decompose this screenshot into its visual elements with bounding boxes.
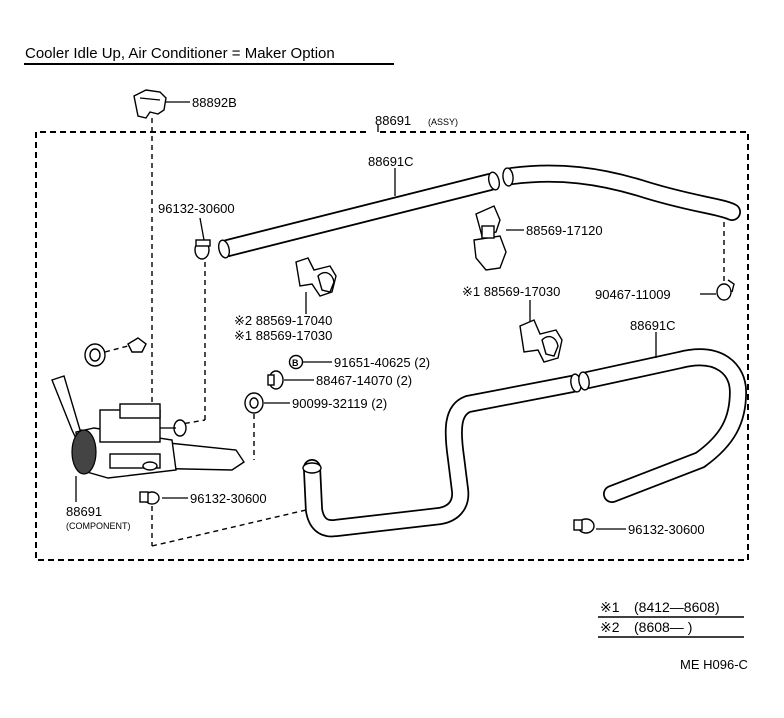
note-1-mark: ※1 <box>600 599 620 615</box>
note-1-range: (8412—8608) <box>634 599 720 615</box>
assembly-boundary <box>35 131 749 561</box>
component-number: 88691 <box>66 504 102 519</box>
clip-upper-part <box>473 205 507 271</box>
diagram-title: Cooler Idle Up, Air Conditioner = Maker … <box>25 45 335 62</box>
cushion-label: 90099-32119 (2) <box>292 396 387 411</box>
note-2-mark: ※2 <box>600 619 620 635</box>
clamp-a-leader <box>199 217 205 241</box>
assy-suffix: (ASSY) <box>428 117 458 127</box>
small-grommet-part <box>84 337 147 367</box>
component-assembly <box>51 375 245 479</box>
cushion-part <box>244 392 264 414</box>
grommet-part <box>267 370 284 390</box>
assy-number: 88691 <box>375 113 411 128</box>
clip-right-part <box>519 319 563 363</box>
bolt-marker: B <box>288 354 304 370</box>
clip-upper-label: 88569-17120 <box>526 223 603 238</box>
clamp-c-label: 96132-30600 <box>628 522 705 537</box>
clamp-right-part <box>716 279 735 301</box>
clip-right-label: ※1 88569-17030 <box>462 284 560 299</box>
lower-hose-label: 88691C <box>630 318 676 333</box>
clamp-a-part <box>194 239 211 260</box>
grommet-label: 88467-14070 (2) <box>316 373 412 388</box>
note-2-range: (8608— ) <box>634 619 692 635</box>
diagram-code: ME H096-C <box>680 657 748 672</box>
upper-hose-label: 88691C <box>368 154 414 169</box>
clamp-b-part <box>139 491 160 505</box>
bracket-cover-part <box>133 89 167 119</box>
clamp-right-label: 90467-11009 <box>595 287 671 302</box>
cover-label: 88892B <box>192 95 237 110</box>
clamp-a-label: 96132-30600 <box>158 201 235 216</box>
component-suffix: (COMPONENT) <box>66 521 131 531</box>
svg-text:B: B <box>292 358 299 368</box>
bolt-label: 91651-40625 (2) <box>334 355 430 370</box>
clip-mid-label-1: ※2 88569-17040 <box>234 313 332 328</box>
clamp-b-label: 96132-30600 <box>190 491 267 506</box>
clamp-c-part <box>573 518 595 534</box>
clip-mid-label-2: ※1 88569-17030 <box>234 328 332 343</box>
clip-mid-part <box>295 257 337 297</box>
